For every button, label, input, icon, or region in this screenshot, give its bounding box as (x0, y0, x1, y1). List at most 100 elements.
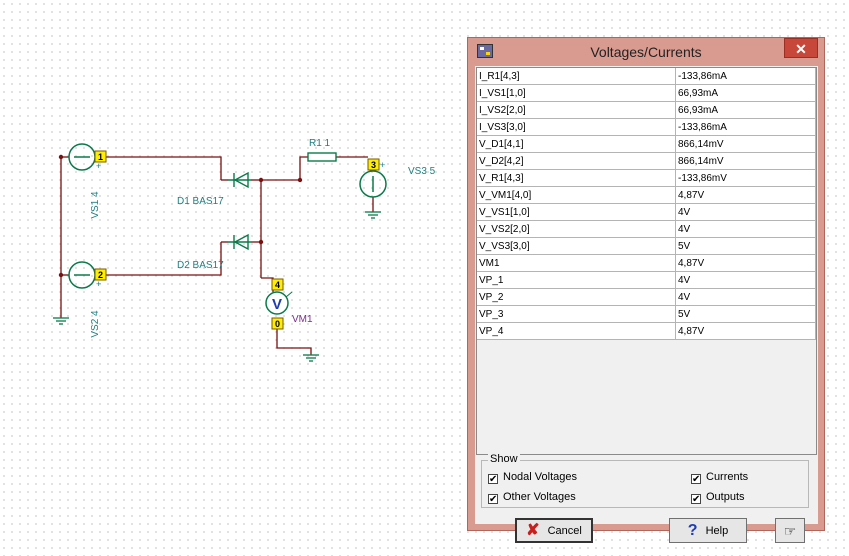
show-groupbox: Show ✔Nodal Voltages ✔Other Voltages ✔Cu… (481, 453, 809, 508)
junction-dot (297, 177, 303, 183)
row-name-cell: I_R1[4,3] (477, 68, 676, 85)
node-marker-3: 3 (367, 158, 380, 171)
row-name-cell: V_R1[4,3] (477, 169, 676, 187)
outputs-checkbox[interactable]: ✔ Outputs (691, 491, 745, 505)
nodal-voltages-checkbox[interactable]: ✔ Nodal Voltages (488, 471, 577, 485)
checkbox-box[interactable]: ✔ (488, 494, 498, 505)
dialog-title: Voltages/Currents (590, 44, 702, 60)
wires (60, 156, 374, 355)
pointing-hand-icon: ☞ (783, 522, 797, 539)
node-marker-4: 4 (271, 278, 284, 291)
vs3-label: VS3 5 (408, 166, 436, 177)
row-value-cell: 66,93mA (675, 84, 816, 102)
table-row[interactable]: I_VS1[1,0]66,93mA (477, 84, 816, 102)
cancel-button-label: Cancel (547, 524, 582, 537)
checkbox-box[interactable]: ✔ (691, 474, 701, 485)
table-row[interactable]: V_VM1[4,0]4,87V (477, 186, 816, 204)
dialog-titlebar[interactable]: Voltages/Currents ✕ (468, 38, 824, 66)
row-name-cell: V_VM1[4,0] (477, 186, 676, 204)
other-voltages-checkbox[interactable]: ✔ Other Voltages (488, 491, 576, 505)
d2-label: D2 BAS17 (177, 260, 224, 271)
checkbox-box[interactable]: ✔ (691, 494, 701, 505)
currents-label: Currents (706, 471, 749, 483)
r1-label: R1 1 (309, 138, 331, 149)
row-name-cell: I_VS3[3,0] (477, 118, 676, 136)
node-marker-2: 2 (94, 268, 107, 281)
table-row[interactable]: V_VS1[1,0]4V (477, 203, 816, 221)
vs2-plus-sign: + (96, 279, 101, 289)
vs1-label: VS1 4 (90, 191, 101, 219)
help-button[interactable]: ? Help (669, 518, 747, 543)
junction-dot (258, 177, 264, 183)
junction-dot (258, 239, 264, 245)
table-row[interactable]: I_R1[4,3]-133,86mA (477, 68, 816, 85)
wire-node1 (106, 156, 222, 180)
row-value-cell: 5V (675, 237, 816, 255)
close-button[interactable]: ✕ (784, 38, 818, 58)
table-row[interactable]: V_D1[4,1]866,14mV (477, 135, 816, 153)
row-name-cell: V_VS3[3,0] (477, 237, 676, 255)
wire-to-vm (261, 277, 274, 292)
vs2-label: VS2 4 (90, 310, 101, 338)
other-voltages-label: Other Voltages (503, 491, 576, 503)
row-value-cell: 4,87V (675, 322, 816, 340)
row-value-cell: 866,14mV (675, 152, 816, 170)
currents-checkbox[interactable]: ✔ Currents (691, 471, 749, 485)
svg-text:4: 4 (275, 280, 280, 290)
ground-symbol (303, 354, 319, 362)
svg-text:1: 1 (98, 152, 103, 162)
row-value-cell: 4V (675, 220, 816, 238)
row-value-cell: 4V (675, 203, 816, 221)
table-row[interactable]: I_VS2[2,0]66,93mA (477, 101, 816, 119)
row-name-cell: V_D1[4,1] (477, 135, 676, 153)
row-name-cell: I_VS1[1,0] (477, 84, 676, 102)
row-name-cell: VP_2 (477, 288, 676, 306)
pointing-hand-button[interactable]: ☞ (775, 518, 805, 543)
d1-diode[interactable] (228, 171, 251, 189)
d2-diode[interactable] (228, 233, 251, 251)
app-icon (477, 44, 493, 58)
table-row[interactable]: V_VS2[2,0]4V (477, 220, 816, 238)
row-value-cell: 866,14mV (675, 135, 816, 153)
table-row[interactable]: V_R1[4,3]-133,86mV (477, 169, 816, 187)
row-value-cell: -133,86mA (675, 118, 816, 136)
row-value-cell: 4,87V (675, 186, 816, 204)
question-mark-icon: ? (687, 521, 698, 539)
row-name-cell: I_VS2[2,0] (477, 101, 676, 119)
row-value-cell: 4V (675, 271, 816, 289)
row-name-cell: VM1 (477, 254, 676, 272)
cancel-x-icon: ✘ (526, 521, 540, 539)
row-value-cell: -133,86mA (675, 68, 816, 85)
vm1-voltmeter[interactable]: V (265, 291, 293, 315)
vs1-source[interactable] (68, 143, 96, 171)
svg-text:0: 0 (275, 319, 280, 329)
wire-node2 (106, 242, 222, 276)
vs3-plus-sign: + (380, 160, 385, 170)
ground-symbol (53, 317, 69, 325)
vm1-symbol: V (272, 296, 282, 313)
table-row[interactable]: I_VS3[3,0]-133,86mA (477, 118, 816, 136)
outputs-label: Outputs (706, 491, 745, 503)
table-row[interactable]: V_D2[4,2]866,14mV (477, 152, 816, 170)
row-value-cell: 4,87V (675, 254, 816, 272)
vs2-source[interactable] (68, 261, 96, 289)
node-marker-0: 0 (271, 317, 284, 330)
nodal-voltages-label: Nodal Voltages (503, 471, 577, 483)
vs3-source[interactable] (359, 170, 387, 198)
table-row[interactable]: V_VS3[3,0]5V (477, 237, 816, 255)
r1-resistor[interactable] (307, 152, 337, 162)
cancel-button[interactable]: ✘ Cancel (515, 518, 593, 543)
checkbox-box[interactable]: ✔ (488, 474, 498, 485)
vm1-label: VM1 (292, 314, 313, 325)
row-value-cell: 66,93mA (675, 101, 816, 119)
